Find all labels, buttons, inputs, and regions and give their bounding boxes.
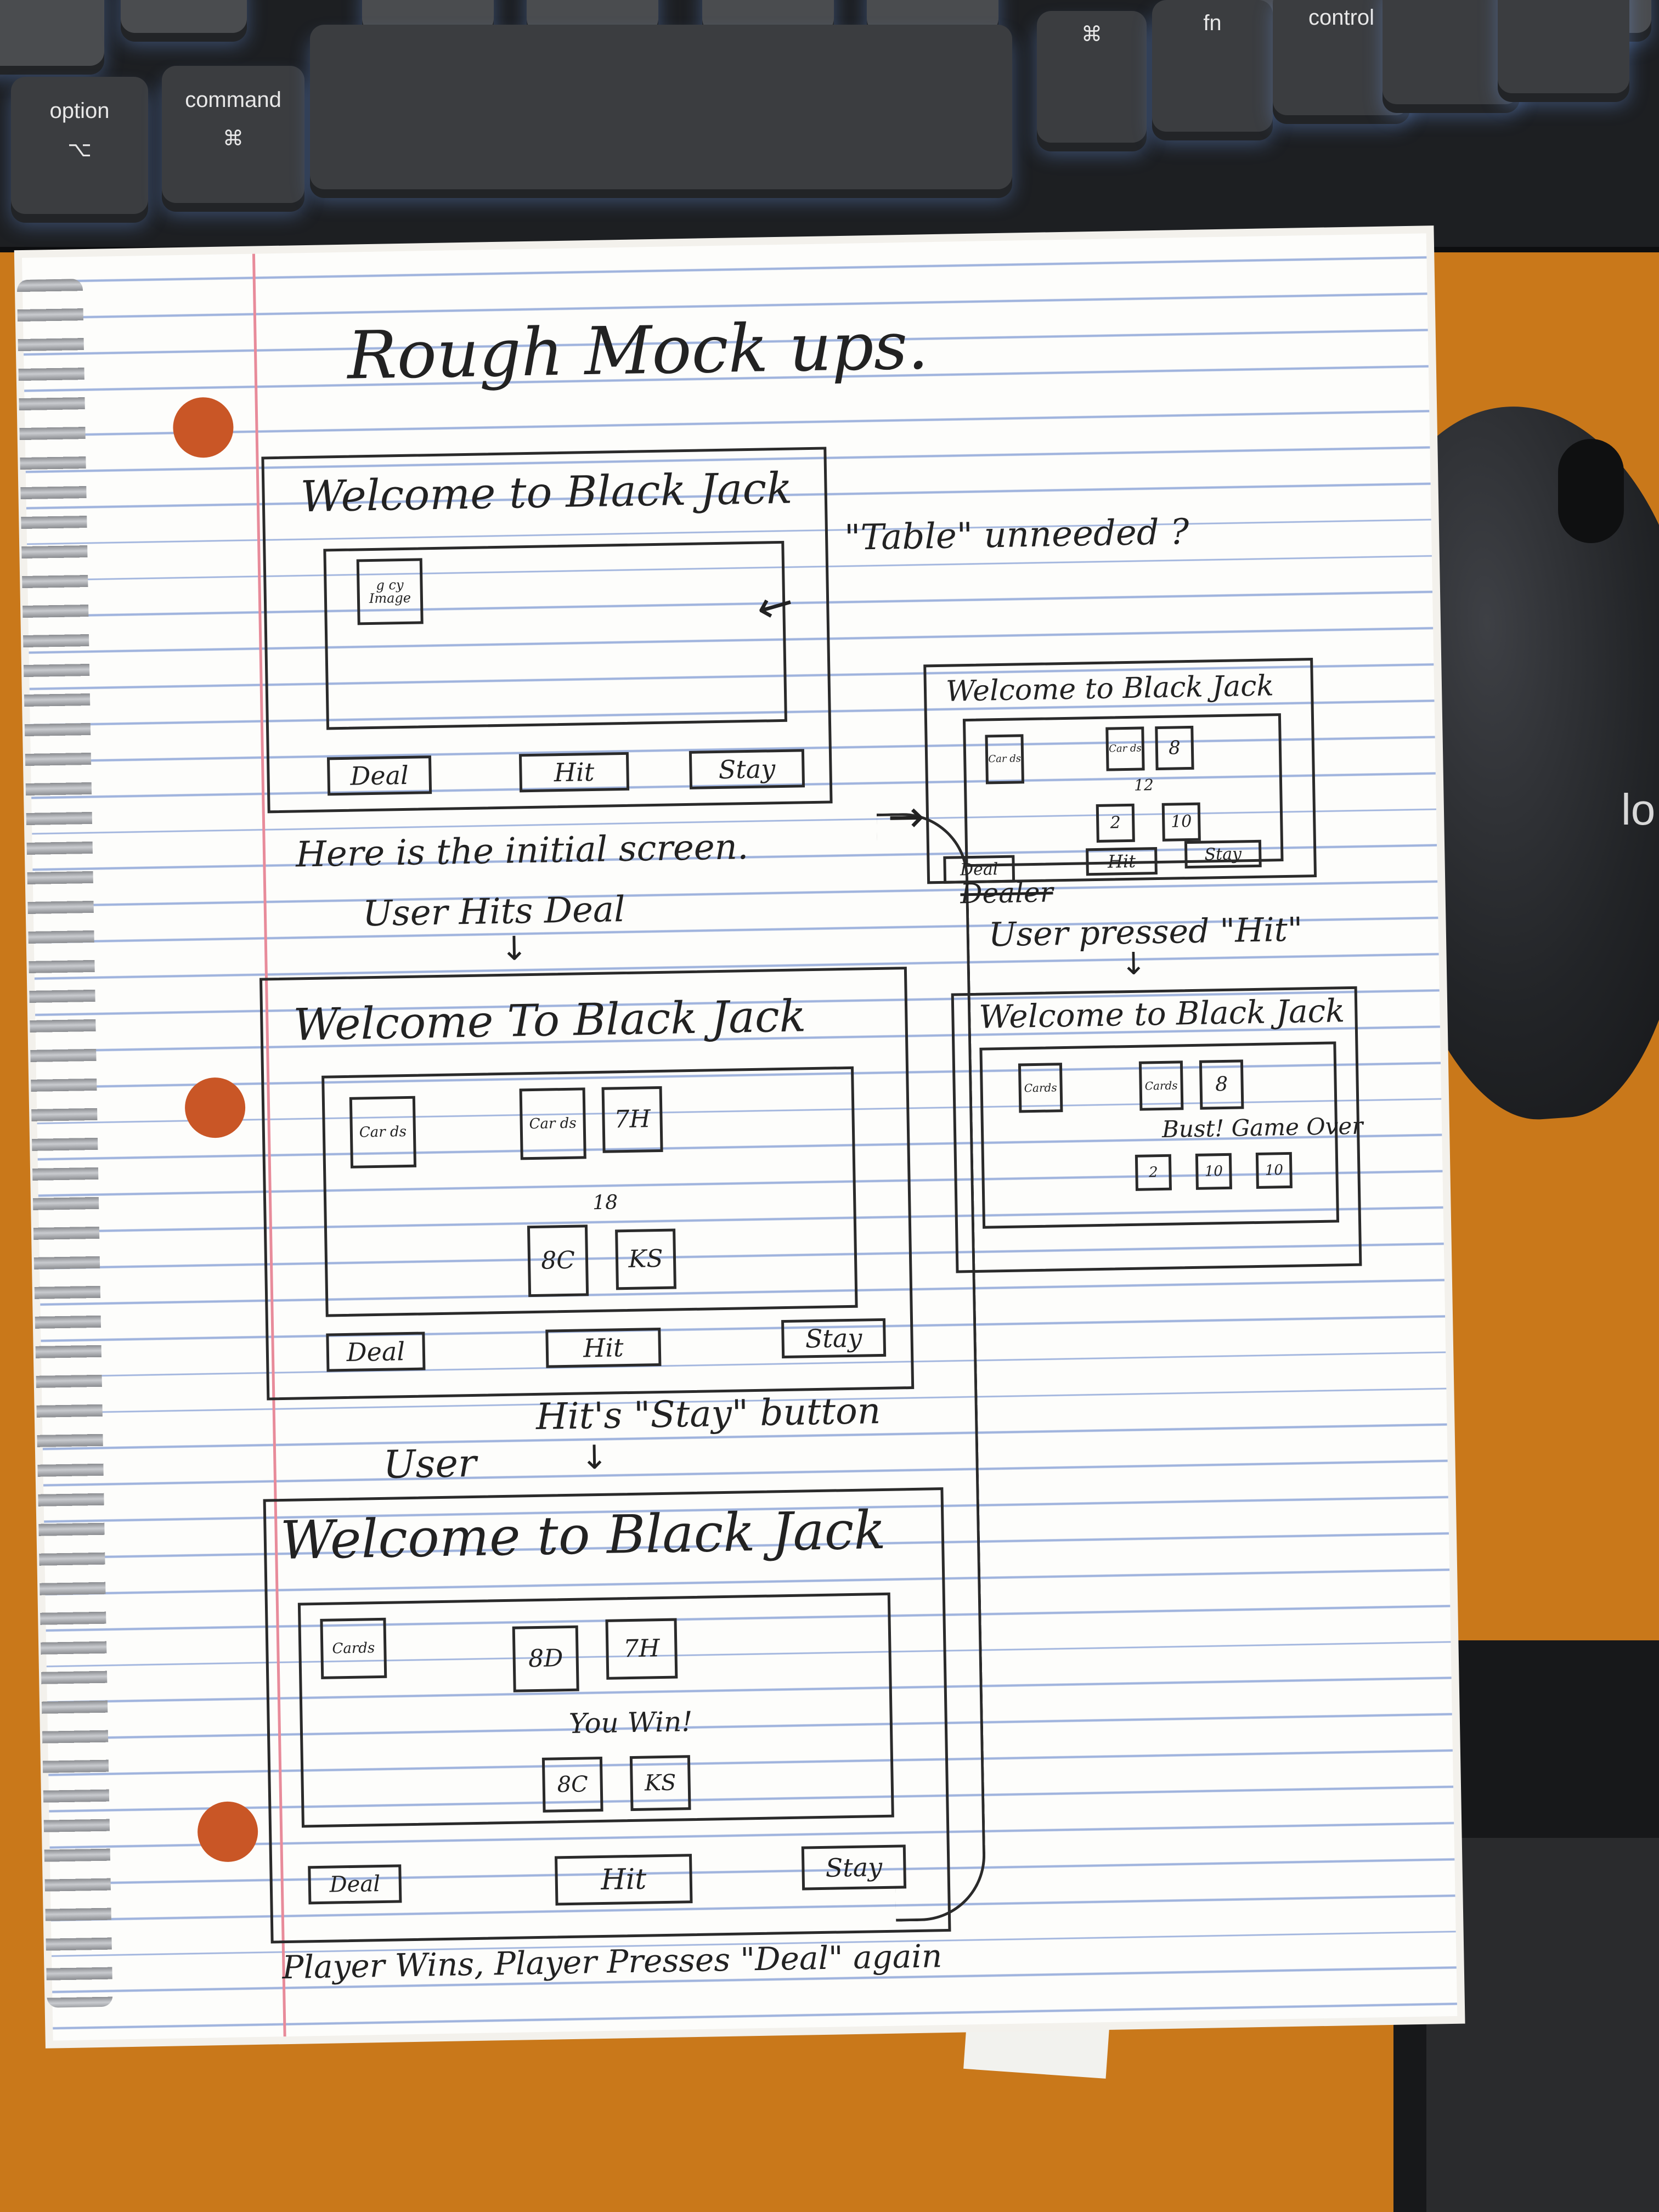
mock2-dealer-card-3: 7H — [601, 1086, 663, 1153]
caption-struck-word: Dealer — [960, 876, 1053, 910]
mousepad-edge — [1426, 1838, 1659, 2212]
mock3-player-card-1: 8C — [541, 1756, 603, 1813]
keyboard: option ⌥ command ⌘ ⌘ fn control — [0, 0, 1659, 252]
mock3-result: You Win! — [568, 1706, 693, 1740]
flow-arrow-3: ↓ — [1120, 946, 1147, 983]
mock5-player-card-2: 10 — [1195, 1153, 1232, 1190]
mock5-result: Bust! Game Over — [1161, 1112, 1363, 1143]
mock3-dealer-card-2: 8D — [512, 1625, 579, 1692]
mock5-dealer-card-1: Cards — [1018, 1063, 1063, 1113]
mock2-player-total: 18 — [592, 1191, 618, 1215]
right-command-key-symbol: ⌘ — [1081, 23, 1102, 46]
mock3-heading: Welcome to Black Jack — [279, 1499, 887, 1572]
key-top-2 — [121, 0, 247, 33]
mouse-scroll-wheel — [1558, 439, 1624, 543]
left-arrow-key[interactable] — [1383, 0, 1520, 104]
mock3-dealer-card-1: Cards — [320, 1617, 387, 1679]
mock3-dealer-card-3: 7H — [605, 1618, 678, 1680]
down-arrow-key[interactable] — [1498, 0, 1629, 93]
key-top-1 — [0, 0, 104, 66]
command-key[interactable]: command ⌘ — [162, 66, 304, 203]
mock4-player-card-1: 2 — [1096, 803, 1135, 843]
right-command-key[interactable]: ⌘ — [1037, 11, 1147, 143]
mock1-deal-button: Deal — [326, 755, 432, 796]
mock2-dealer-card-2: Car ds — [519, 1087, 586, 1160]
flow-arrow-1: ↓ — [500, 929, 529, 968]
caption-user: User — [382, 1440, 477, 1487]
mock3-deal-button: Deal — [308, 1864, 402, 1905]
mock2-player-card-1: 8C — [527, 1224, 589, 1297]
mock4-hit-button: Hit — [1086, 847, 1158, 876]
mock1-stay-button: Stay — [689, 749, 805, 789]
control-key-label: control — [1308, 5, 1375, 30]
binder-hole-bottom — [197, 1801, 259, 1863]
loop-arrow-head: → — [887, 791, 925, 843]
option-key[interactable]: option ⌥ — [11, 77, 148, 214]
mock3-player-card-2: KS — [629, 1755, 691, 1812]
mock4-dealer-card-2: Car ds — [1105, 726, 1145, 771]
mock2-dealer-card-1: Car ds — [349, 1096, 417, 1169]
mock4-dealer-card-1: Car ds — [985, 734, 1025, 785]
loop-arrow-line — [876, 812, 987, 1922]
caption-user-hits-deal: User Hits Deal — [362, 889, 626, 935]
mock4-dealer-card-3: 8 — [1155, 725, 1194, 771]
command-key-symbol: ⌘ — [223, 127, 244, 150]
fn-key-label: fn — [1203, 11, 1222, 35]
caption-hits-stay: Hit's "Stay" button — [535, 1390, 881, 1438]
sketch-title: Rough Mock ups. — [347, 308, 929, 394]
mock2-stay-button: Stay — [781, 1318, 887, 1359]
caption-initial-screen: Here is the initial screen. — [295, 827, 749, 876]
mock2-heading: Welcome To Black Jack — [292, 990, 806, 1051]
notebook-page: Rough Mock ups. Welcome to Black Jack g … — [16, 233, 1458, 2041]
spacebar-key[interactable] — [310, 25, 1012, 189]
mock4-player-total: 12 — [1133, 776, 1154, 794]
mock3-hit-button: Hit — [554, 1854, 693, 1906]
mock4-heading: Welcome to Black Jack — [945, 669, 1274, 708]
spiral-binding — [16, 279, 113, 2008]
mock5-dealer-card-2: Cards — [1138, 1060, 1184, 1111]
mouse-logo: lo — [1621, 785, 1656, 834]
mock2-deal-button: Deal — [326, 1331, 426, 1372]
flow-arrow-2: ↓ — [580, 1438, 609, 1477]
mock5-player-card-1: 2 — [1135, 1154, 1172, 1191]
mock4-stay-button: Stay — [1184, 839, 1262, 869]
option-key-symbol: ⌥ — [67, 138, 92, 161]
mock2-player-card-2: KS — [615, 1228, 676, 1290]
mock1-card: g cy Image — [356, 558, 424, 625]
mock3-stay-button: Stay — [801, 1844, 907, 1891]
mock4-player-card-2: 10 — [1161, 802, 1201, 842]
mock1-hit-button: Hit — [518, 752, 630, 793]
fn-key[interactable]: fn — [1152, 0, 1273, 132]
binder-hole-middle — [184, 1077, 246, 1139]
option-key-label: option — [49, 99, 110, 123]
command-key-label: command — [185, 88, 281, 112]
mock5-dealer-card-3: 8 — [1199, 1059, 1244, 1110]
mock2-hit-button: Hit — [545, 1327, 662, 1368]
mock1-heading: Welcome to Black Jack — [300, 464, 793, 522]
mock5-heading: Welcome to Black Jack — [978, 992, 1345, 1036]
binder-hole-top — [172, 397, 234, 459]
caption-player-wins: Player Wins, Player Presses "Deal" again — [281, 1937, 943, 1987]
mock5-player-card-3: 10 — [1255, 1152, 1293, 1189]
table-unneeded-note: "Table" unneeded ? — [844, 511, 1189, 558]
